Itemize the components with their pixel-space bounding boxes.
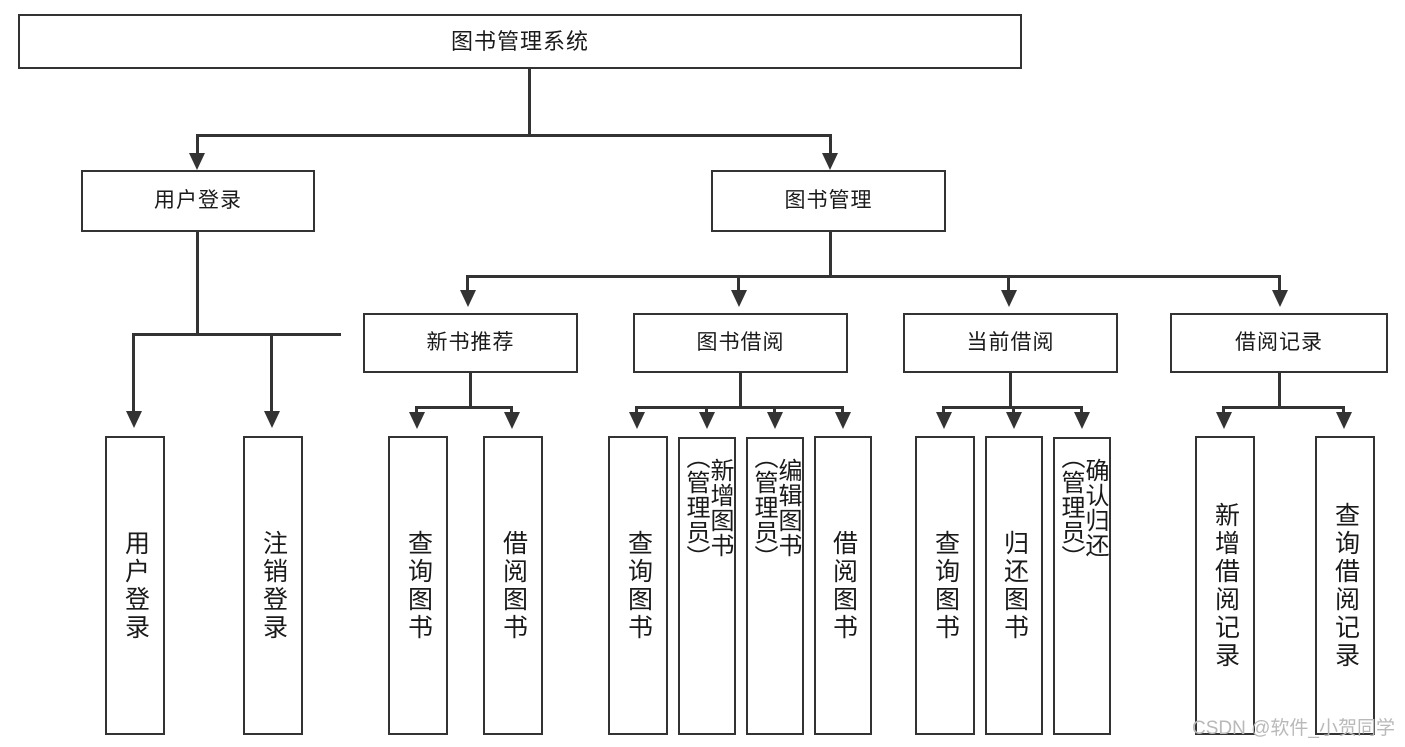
node-root-book-management-system[interactable]: 图书管理系统 bbox=[18, 14, 1022, 69]
node-label: 当前借阅 bbox=[966, 330, 1055, 354]
node-label: 注销登录 bbox=[259, 529, 288, 642]
edge-user-login-bus bbox=[132, 333, 341, 336]
edge-cb-drop-3 bbox=[1080, 406, 1083, 414]
edge-book-management-bus bbox=[466, 275, 1278, 278]
edge-nbr-stem bbox=[469, 373, 472, 409]
edge-book-management-stem bbox=[829, 232, 832, 277]
node-leaf-query-book-recommend[interactable]: 查询图书 bbox=[388, 436, 448, 735]
node-label: 借阅记录 bbox=[1235, 330, 1323, 354]
edge-nbr-bus bbox=[415, 406, 513, 409]
arrow-to-return-book bbox=[1006, 412, 1022, 429]
edge-user-login-stem bbox=[196, 232, 199, 335]
node-leaf-add-borrow-record[interactable]: 新增借阅记录 bbox=[1195, 436, 1255, 735]
node-label: 图书管理系统 bbox=[450, 28, 589, 54]
edge-cb-drop-2 bbox=[1012, 406, 1015, 414]
node-label: 查询图书 bbox=[624, 529, 653, 642]
node-leaf-confirm-return-admin[interactable]: 确认归还 （管理员） bbox=[1053, 437, 1111, 735]
edge-bb-drop-2 bbox=[705, 406, 708, 414]
node-label: 归还图书 bbox=[1000, 529, 1029, 642]
edge-bb-drop-3 bbox=[773, 406, 776, 414]
edge-bb-bus bbox=[635, 406, 843, 409]
edge-cb-stem bbox=[1009, 373, 1012, 409]
edge-br-bus bbox=[1222, 406, 1345, 409]
edge-user-login-drop-1 bbox=[132, 333, 135, 413]
node-label: 用户登录 bbox=[154, 188, 242, 212]
node-borrow-record[interactable]: 借阅记录 bbox=[1170, 313, 1388, 373]
arrow-to-borrow-book-recommend bbox=[504, 412, 520, 429]
node-leaf-query-book-borrow[interactable]: 查询图书 bbox=[608, 436, 668, 735]
node-label: 编辑图书 （管理员） bbox=[750, 445, 801, 570]
arrow-to-query-book-current bbox=[936, 412, 952, 429]
edge-root-stem bbox=[528, 69, 531, 136]
node-label: 图书管理 bbox=[784, 188, 873, 212]
arrow-to-current-borrow bbox=[1001, 290, 1017, 307]
node-label: 新增图书 （管理员） bbox=[682, 445, 733, 570]
edge-br-stem bbox=[1278, 373, 1281, 409]
arrow-to-book-borrow bbox=[731, 290, 747, 307]
arrow-to-borrow-record bbox=[1272, 290, 1288, 307]
node-label: 借阅图书 bbox=[829, 529, 858, 642]
node-label: 查询图书 bbox=[931, 529, 960, 642]
node-label: 查询图书 bbox=[404, 529, 433, 642]
arrow-to-add-book-admin bbox=[699, 412, 715, 429]
arrow-to-leaf-user-login bbox=[126, 411, 142, 428]
arrow-to-confirm-return-admin bbox=[1074, 412, 1090, 429]
node-label: 查询借阅记录 bbox=[1331, 501, 1360, 670]
edge-bb-drop-4 bbox=[841, 406, 844, 414]
node-leaf-return-book[interactable]: 归还图书 bbox=[985, 436, 1043, 735]
node-user-login[interactable]: 用户登录 bbox=[81, 170, 315, 232]
node-new-book-recommend[interactable]: 新书推荐 bbox=[363, 313, 578, 373]
edge-nbr-drop-2 bbox=[510, 406, 513, 414]
node-label: 图书借阅 bbox=[696, 330, 785, 354]
edge-nbr-drop-1 bbox=[415, 406, 418, 414]
node-leaf-query-book-current[interactable]: 查询图书 bbox=[915, 436, 975, 735]
node-current-borrow[interactable]: 当前借阅 bbox=[903, 313, 1118, 373]
arrow-to-leaf-logout-login bbox=[264, 411, 280, 428]
edge-user-login-drop-2 bbox=[270, 333, 273, 413]
edge-bm-drop-2 bbox=[737, 275, 740, 292]
edge-cb-drop-1 bbox=[942, 406, 945, 414]
edge-br-drop-1 bbox=[1222, 406, 1225, 414]
node-label: 新书推荐 bbox=[426, 330, 515, 354]
edge-bm-drop-1 bbox=[466, 275, 469, 292]
edge-bm-drop-3 bbox=[1007, 275, 1010, 292]
arrow-to-add-borrow-record bbox=[1216, 412, 1232, 429]
node-book-management[interactable]: 图书管理 bbox=[711, 170, 946, 232]
arrow-to-query-book-borrow bbox=[629, 412, 645, 429]
node-leaf-logout-login[interactable]: 注销登录 bbox=[243, 436, 303, 735]
edge-bb-stem bbox=[739, 373, 742, 409]
node-book-borrow[interactable]: 图书借阅 bbox=[633, 313, 848, 373]
arrow-to-borrow-book bbox=[835, 412, 851, 429]
arrow-to-edit-book-admin bbox=[767, 412, 783, 429]
arrow-to-user-login bbox=[189, 153, 205, 170]
node-label: 借阅图书 bbox=[499, 529, 528, 642]
arrow-to-new-book-recommend bbox=[460, 290, 476, 307]
edge-bm-drop-4 bbox=[1278, 275, 1281, 292]
node-leaf-edit-book-admin[interactable]: 编辑图书 （管理员） bbox=[746, 437, 804, 735]
node-leaf-borrow-book-recommend[interactable]: 借阅图书 bbox=[483, 436, 543, 735]
node-leaf-borrow-book[interactable]: 借阅图书 bbox=[814, 436, 872, 735]
arrow-to-query-borrow-record bbox=[1336, 412, 1352, 429]
csdn-watermark: CSDN @软件_小贺同学 bbox=[1192, 718, 1395, 739]
arrow-to-query-book-recommend bbox=[409, 412, 425, 429]
node-label: 用户登录 bbox=[121, 529, 150, 642]
node-leaf-add-book-admin[interactable]: 新增图书 （管理员） bbox=[678, 437, 736, 735]
edge-root-bus bbox=[196, 134, 832, 137]
arrow-to-book-management bbox=[822, 153, 838, 170]
edge-root-to-user-login bbox=[196, 134, 199, 156]
node-label: 确认归还 （管理员） bbox=[1057, 445, 1108, 570]
node-label: 新增借阅记录 bbox=[1211, 501, 1240, 670]
node-leaf-query-borrow-record[interactable]: 查询借阅记录 bbox=[1315, 436, 1375, 735]
edge-root-to-book-management bbox=[829, 134, 832, 156]
node-leaf-user-login[interactable]: 用户登录 bbox=[105, 436, 165, 735]
edge-br-drop-2 bbox=[1342, 406, 1345, 414]
edge-bb-drop-1 bbox=[635, 406, 638, 414]
